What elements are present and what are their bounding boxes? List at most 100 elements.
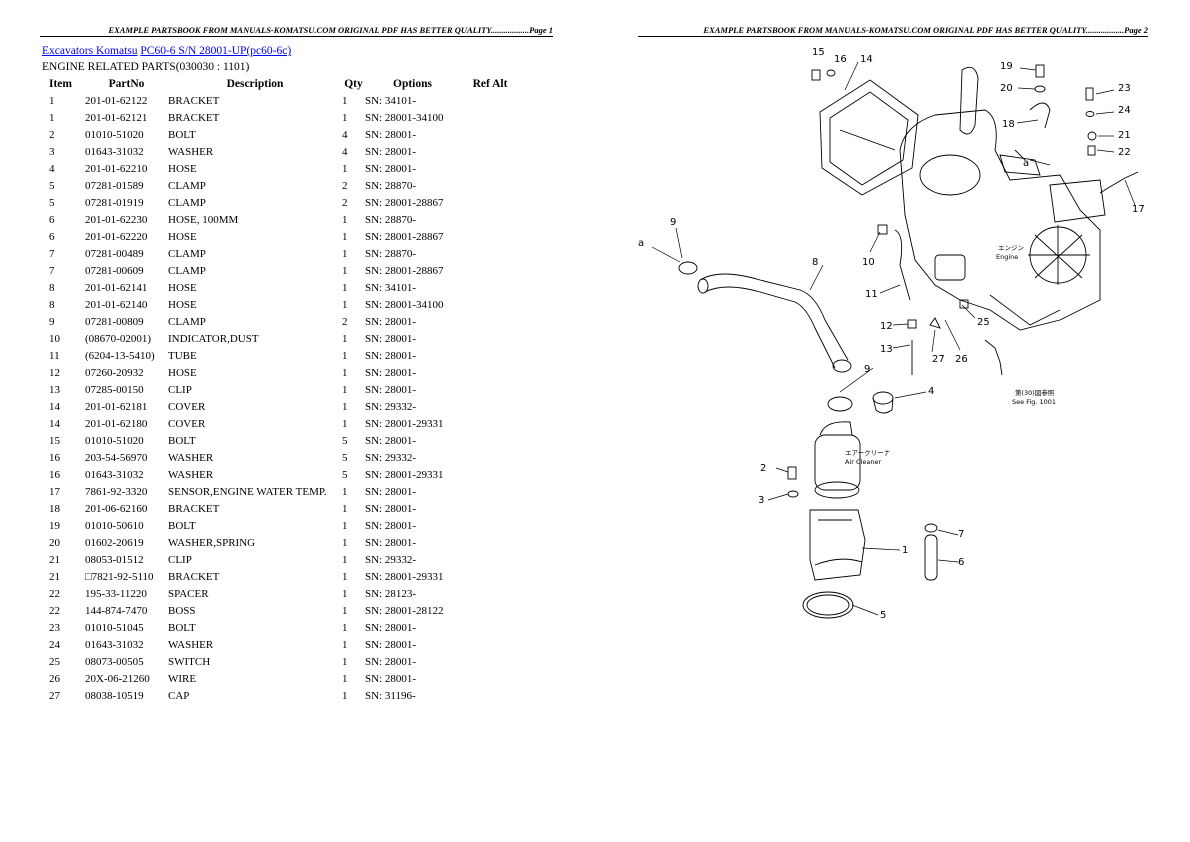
cell-description: BRACKET (168, 570, 220, 583)
cell-description: COVER (168, 417, 206, 430)
cell-partno: 201-01-62141 (85, 281, 148, 294)
cell-description: HOSE (168, 162, 197, 175)
cell-partno: 144-874-7470 (85, 604, 148, 617)
breadcrumb-link-excavators[interactable]: Excavators Komatsu (42, 45, 138, 57)
cell-partno: 203-54-56970 (85, 451, 148, 464)
cell-qty: 1 (342, 247, 348, 260)
cell-qty: 5 (342, 434, 348, 447)
callout-25: 25 (977, 317, 990, 328)
cell-refalt (460, 619, 520, 636)
cell-qty: 1 (342, 655, 348, 668)
cell-description: HOSE, 100MM (168, 213, 239, 226)
col-header-options: Options (393, 78, 432, 90)
engine-drawing (899, 66, 1106, 331)
cell-qty: 4 (342, 128, 348, 141)
air-cleaner-drawing (809, 421, 866, 581)
cell-item: 14 (49, 417, 60, 430)
cell-partno: 01010-51045 (85, 621, 144, 634)
cell-qty: 2 (342, 196, 348, 209)
cell-qty: 1 (342, 485, 348, 498)
cell-partno: 08073-00505 (85, 655, 144, 668)
breadcrumb-link-model[interactable]: PC60-6 S/N 28001-UP(pc60-6c) (140, 45, 292, 57)
cell-partno: 07281-00809 (85, 315, 144, 328)
cell-description: CLIP (168, 553, 192, 566)
cell-item: 17 (49, 485, 60, 498)
cell-options: SN: 34101- (365, 94, 417, 107)
cell-partno: 08038-10519 (85, 689, 144, 702)
cell-item: 13 (49, 383, 60, 396)
cell-partno: 07285-00150 (85, 383, 144, 396)
cell-options: SN: 31196- (365, 689, 416, 702)
callout-20: 20 (1000, 83, 1013, 94)
cell-description: HOSE (168, 298, 197, 311)
cell-partno: (08670-02001) (85, 332, 151, 345)
cell-item: 4 (49, 162, 55, 175)
cell-refalt (460, 653, 520, 670)
cell-qty: 1 (342, 366, 348, 379)
cell-item: 14 (49, 400, 60, 413)
cell-description: SENSOR,ENGINE WATER TEMP. (168, 485, 327, 498)
cell-description: CLAMP (168, 247, 206, 260)
cell-qty: 1 (342, 672, 348, 685)
parts-table: Item PartNo Description Qty Options Ref … (42, 76, 520, 704)
callout-15: 15 (812, 47, 825, 58)
cell-refalt (460, 313, 520, 330)
cell-item: 2 (49, 128, 55, 141)
cell-item: 5 (49, 179, 55, 192)
cell-item: 22 (49, 587, 60, 600)
cell-options: SN: 28001- (365, 366, 417, 379)
cell-partno: 201-01-62210 (85, 162, 148, 175)
cell-partno: 01010-51020 (85, 128, 144, 141)
cell-options: SN: 28001- (365, 672, 417, 685)
callout-9: 9 (864, 364, 870, 375)
cell-partno: 01010-51020 (85, 434, 144, 447)
hose-4-drawing (872, 391, 894, 414)
cell-qty: 1 (342, 213, 348, 226)
cell-refalt (460, 211, 520, 228)
cell-options: SN: 28001-28122 (365, 604, 444, 617)
cell-description: BRACKET (168, 94, 220, 107)
clamp-9-drawing (678, 261, 853, 412)
cell-description: WASHER (168, 451, 214, 464)
cell-refalt (460, 415, 520, 432)
cell-refalt (460, 296, 520, 313)
cell-description: CAP (168, 689, 190, 702)
cell-refalt (460, 517, 520, 534)
cell-refalt (460, 551, 520, 568)
cell-partno: 201-01-62181 (85, 400, 148, 413)
cell-item: 22 (49, 604, 60, 617)
cell-description: BOLT (168, 519, 196, 532)
cell-refalt (460, 670, 520, 687)
cell-description: CLAMP (168, 315, 206, 328)
cell-refalt (460, 381, 520, 398)
cell-description: CLAMP (168, 196, 206, 209)
cell-partno: 201-01-62140 (85, 298, 148, 311)
page-2-header: EXAMPLE PARTSBOOK FROM MANUALS-KOMATSU.C… (638, 25, 1148, 37)
cell-qty: 1 (342, 621, 348, 634)
cell-refalt (460, 602, 520, 619)
cell-options: SN: 28001- (365, 655, 417, 668)
cell-item: 23 (49, 621, 60, 634)
cell-item: 21 (49, 553, 60, 566)
cell-options: SN: 28001- (365, 638, 417, 651)
cell-refalt (460, 636, 520, 653)
col-header-item: Item (49, 78, 72, 90)
cell-options: SN: 28870- (365, 213, 417, 226)
cell-qty: 1 (342, 536, 348, 549)
cell-options: SN: 28123- (365, 587, 417, 600)
callout-21: 21 (1118, 130, 1131, 141)
cell-partno: 201-01-62122 (85, 94, 148, 107)
